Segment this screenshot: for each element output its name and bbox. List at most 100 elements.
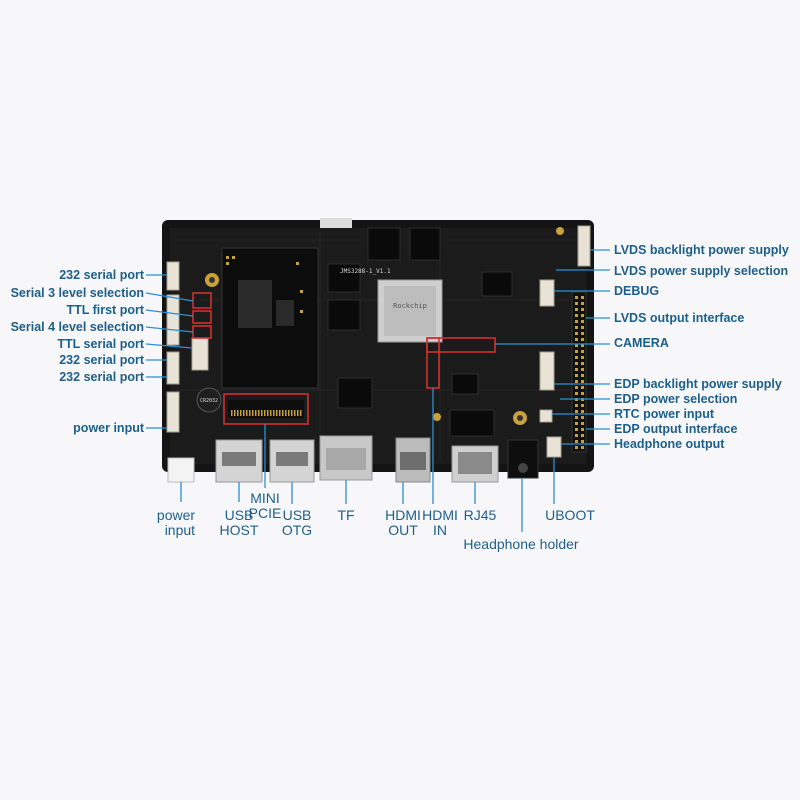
pcie-pin: [291, 410, 293, 416]
pcie-pin: [231, 410, 233, 416]
header-pin: [581, 296, 584, 299]
board-silkscreen: JMS3288-1_V1.1: [340, 268, 391, 275]
bottom-ports: [167, 435, 539, 483]
header-pin: [581, 302, 584, 305]
pcie-pin: [294, 410, 296, 416]
header-pin: [581, 416, 584, 419]
header-pin: [581, 446, 584, 449]
pcie-pin: [237, 410, 239, 416]
header-pin: [581, 338, 584, 341]
label-ttl-serial-port: TTL serial port: [57, 337, 144, 351]
right-pin-header: [571, 291, 587, 453]
label-usb-otg: USB OTG: [281, 507, 313, 538]
header-pin: [575, 302, 578, 305]
leader-lines: [145, 249, 610, 532]
header-pin: [581, 374, 584, 377]
pcie-pin: [279, 410, 281, 416]
header-pin: [581, 344, 584, 347]
header-pin: [575, 428, 578, 431]
header-pin: [575, 314, 578, 317]
pcie-pin: [252, 410, 254, 416]
label-headphone-holder: Headphone holder: [463, 536, 579, 552]
pcie-pin: [240, 410, 242, 416]
header-pin: [581, 314, 584, 317]
header-pin: [575, 374, 578, 377]
label-ttl-first-port: TTL first port: [66, 303, 144, 317]
pcie-pin: [261, 410, 263, 416]
header-pin: [581, 350, 584, 353]
pcie-pin: [255, 410, 257, 416]
rtc-battery: CR2032: [196, 387, 222, 413]
header-pin: [575, 368, 578, 371]
pcie-pin: [276, 410, 278, 416]
pcie-pin: [270, 410, 272, 416]
label-tf: TF: [337, 507, 355, 523]
header-pin: [581, 428, 584, 431]
header-pin: [575, 308, 578, 311]
header-pin: [581, 410, 584, 413]
label-debug: DEBUG: [614, 284, 660, 298]
header-pin: [581, 308, 584, 311]
header-pin: [581, 392, 584, 395]
mini-pcie-pins: [231, 410, 302, 416]
label-232-serial-port-1: 232 serial port: [59, 268, 144, 282]
label-rj45: RJ45: [463, 507, 497, 523]
pcie-pin: [246, 410, 248, 416]
label-serial-4-level-selection: Serial 4 level selection: [10, 320, 144, 334]
header-pin: [575, 326, 578, 329]
pcie-pin: [288, 410, 290, 416]
pcie-pin: [258, 410, 260, 416]
header-pin: [581, 440, 584, 443]
header-pin: [581, 326, 584, 329]
header-pin: [575, 392, 578, 395]
label-edp-power-selection: EDP power selection: [614, 392, 738, 406]
header-pin: [581, 422, 584, 425]
label-lvds-power-supply-selection: LVDS power supply selection: [614, 264, 789, 278]
header-pin: [575, 410, 578, 413]
label-mini-pcie: MINI PCIE: [248, 490, 282, 521]
pcie-pin: [243, 410, 245, 416]
right-connectors: [539, 225, 591, 458]
label-rtc-power-input: RTC power input: [614, 407, 714, 421]
pcie-pin: [297, 410, 299, 416]
header-pin: [575, 350, 578, 353]
soc-area: Rockchip JMS3288-1_V1.1: [320, 218, 513, 437]
pcie-pin: [249, 410, 251, 416]
header-pin: [575, 332, 578, 335]
header-pin: [575, 356, 578, 359]
label-power-input-bottom: power input: [156, 507, 196, 538]
label-power-input-left: power input: [73, 421, 144, 435]
label-232-serial-port-2: 232 serial port: [59, 353, 144, 367]
label-uboot: UBOOT: [545, 507, 595, 523]
header-pin: [575, 386, 578, 389]
header-pin: [581, 356, 584, 359]
label-hdmi-in: HDMI IN: [422, 507, 458, 538]
core-module: [221, 247, 319, 389]
label-232-serial-port-3: 232 serial port: [59, 370, 144, 384]
header-pin: [581, 332, 584, 335]
label-camera: CAMERA: [614, 336, 669, 350]
label-hdmi-out: HDMI OUT: [385, 507, 421, 538]
header-pin: [581, 320, 584, 323]
label-serial-3-level-selection: Serial 3 level selection: [10, 286, 144, 300]
header-pin: [575, 362, 578, 365]
header-pin: [575, 422, 578, 425]
pcie-pin: [267, 410, 269, 416]
pcie-pin: [264, 410, 266, 416]
header-pin: [581, 404, 584, 407]
header-pin: [581, 380, 584, 383]
left-connectors: [166, 261, 209, 433]
pcie-pin: [285, 410, 287, 416]
header-pin: [575, 338, 578, 341]
pcie-pin: [282, 410, 284, 416]
header-pin: [575, 416, 578, 419]
header-pin: [575, 344, 578, 347]
header-pin: [575, 404, 578, 407]
label-lvds-backlight-power-supply: LVDS backlight power supply: [614, 243, 789, 257]
header-pin: [581, 434, 584, 437]
header-pin: [581, 362, 584, 365]
header-pin: [575, 440, 578, 443]
label-edp-backlight-power-supply: EDP backlight power supply: [614, 377, 782, 391]
header-pin: [575, 296, 578, 299]
